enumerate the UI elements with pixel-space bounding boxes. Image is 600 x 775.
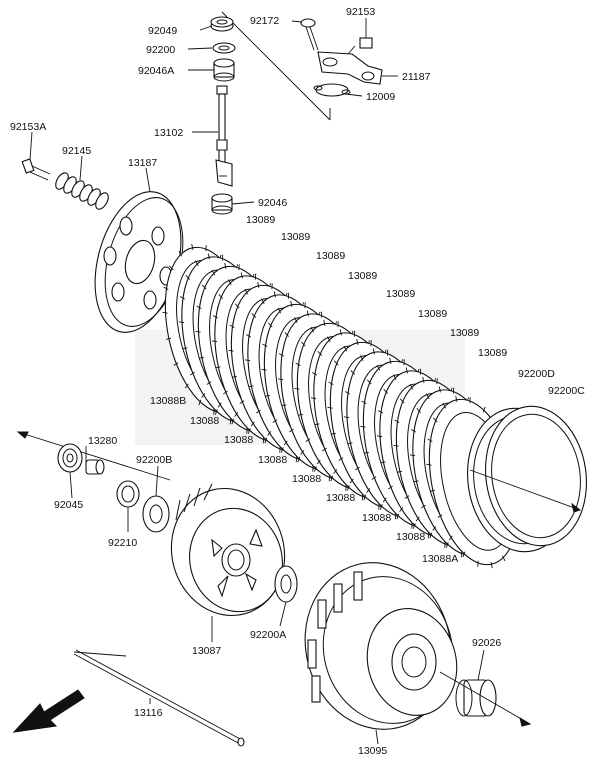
- thrust-washer: [274, 565, 298, 603]
- label-13088-4: 13088: [292, 473, 321, 485]
- label-13089-6: 13089: [418, 308, 447, 320]
- label-92049: 92049: [148, 25, 177, 37]
- label-13089-7: 13089: [450, 327, 479, 339]
- label-92046: 92046: [258, 197, 287, 209]
- release-shaft-assembly: [210, 11, 383, 215]
- label-13089-8: 13089: [478, 347, 507, 359]
- label-13116: 13116: [134, 707, 163, 719]
- spring-bolt-assembly: [21, 158, 109, 210]
- clutch-spring: [55, 172, 109, 210]
- clutch-hub: [170, 483, 286, 617]
- label-92200c: 92200C: [548, 385, 585, 397]
- label-13088-2: 13088: [224, 434, 253, 446]
- label-13089-2: 13089: [281, 231, 310, 243]
- part-labels: 92049 92172 92153 92200 92046A 21187 120…: [10, 6, 585, 757]
- label-92172: 92172: [250, 15, 279, 27]
- label-92046a: 92046A: [138, 65, 174, 77]
- label-13095: 13095: [358, 745, 387, 757]
- label-13088-6: 13088: [362, 512, 391, 524]
- label-13102: 13102: [154, 127, 183, 139]
- label-13088a: 13088A: [422, 553, 458, 565]
- label-13089-5: 13089: [386, 288, 415, 300]
- label-12009: 12009: [366, 91, 395, 103]
- label-13187: 13187: [128, 157, 157, 169]
- clutch-housing: [304, 562, 458, 730]
- label-92200a: 92200A: [250, 629, 286, 641]
- label-92210: 92210: [108, 537, 137, 549]
- label-13088b: 13088B: [150, 395, 186, 407]
- leader-lines: [29, 18, 485, 745]
- label-13089-3: 13089: [316, 250, 345, 262]
- label-13089-4: 13089: [348, 270, 377, 282]
- label-92200d: 92200D: [518, 368, 555, 380]
- label-92200: 92200: [146, 44, 175, 56]
- spring-rings: [466, 405, 588, 553]
- label-13088-5: 13088: [326, 492, 355, 504]
- push-rod: [73, 649, 245, 747]
- front-arrow-icon: [12, 689, 85, 733]
- label-92145: 92145: [62, 145, 91, 157]
- sleeve: [439, 671, 532, 727]
- label-13088-7: 13088: [396, 531, 425, 543]
- label-92026: 92026: [472, 637, 501, 649]
- label-13089-1: 13089: [246, 214, 275, 226]
- label-21187: 21187: [402, 71, 431, 83]
- bearing-and-collar: [16, 431, 171, 533]
- label-13088-3: 13088: [258, 454, 287, 466]
- label-13087: 13087: [192, 645, 221, 657]
- label-92045: 92045: [54, 499, 83, 511]
- label-92153a: 92153A: [10, 121, 46, 133]
- label-13088-1: 13088: [190, 415, 219, 427]
- pressure-plate: [94, 191, 184, 333]
- label-92153: 92153: [346, 6, 375, 18]
- label-92200b: 92200B: [136, 454, 172, 466]
- label-13280: 13280: [88, 435, 117, 447]
